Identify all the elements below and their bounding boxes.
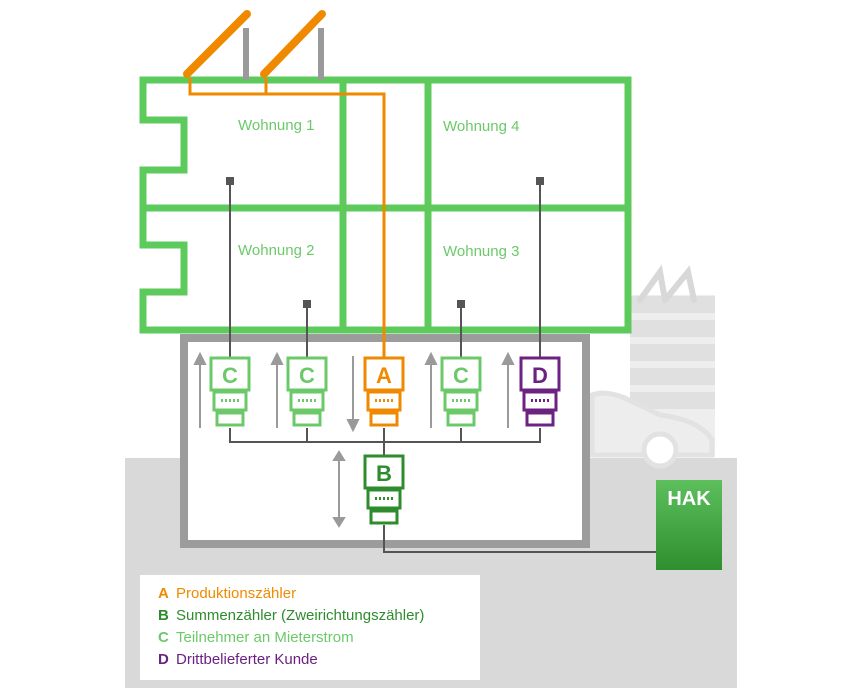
meter-a: A [363,356,405,427]
meter-digit [383,497,385,500]
legend-text: Produktionszähler [176,585,297,602]
meter-digit [539,399,541,402]
meter-digit [314,399,316,402]
hak-box: HAK [656,480,722,570]
meter-digit [547,399,549,402]
meter-digit [535,399,537,402]
meter-digit [383,399,385,402]
meter-base [525,411,555,427]
meter-digit [375,497,377,500]
meter-head [209,356,251,392]
apartment-label-w4: Wohnung 4 [443,118,519,135]
meter-digit [531,399,533,402]
meter-head [286,356,328,392]
meter-digit [387,497,389,500]
socket-markers [226,177,544,308]
meter-letter: D [532,363,548,388]
meter-digit [375,399,377,402]
legend-text: Drittbelieferter Kunde [176,651,318,668]
meter-letter: C [453,363,469,388]
legend-key: C [158,629,169,646]
meter-digit [225,399,227,402]
meter-head [440,356,482,392]
meter-c: C [440,356,482,427]
meter-c: C [209,356,251,427]
meter-digit [468,399,470,402]
meter-digit [306,399,308,402]
legend: A Produktionszähler B Summenzähler (Zweiri… [140,575,480,680]
meter-digit [298,399,300,402]
meter-letter: B [376,461,392,486]
legend-item-a: A Produktionszähler [158,585,296,602]
meter-base [369,411,399,427]
direction-arrows [193,351,515,528]
meter-base [446,411,476,427]
consumer-cables [229,182,660,553]
legend-text: Summenzähler (Zweirichtungszähler) [176,607,425,624]
meter-head [519,356,561,392]
meter-digit [310,399,312,402]
meter-letter: C [299,363,315,388]
apartment-label-w2: Wohnung 2 [238,242,314,259]
meter-letter: A [376,363,392,388]
meter-digit [391,399,393,402]
meter-digit [464,399,466,402]
meter-head [363,454,405,490]
meter-base [215,411,245,427]
meter-digit [543,399,545,402]
meter-digit [456,399,458,402]
meter-digit [221,399,223,402]
apartment-label-w3: Wohnung 3 [443,243,519,260]
hak-label: HAK [667,488,711,510]
production-cable [188,78,386,360]
meter-digit [229,399,231,402]
solar-panels [183,10,326,80]
meter-digit [379,497,381,500]
meter-d: D [519,356,561,427]
meter-b: B [363,454,405,525]
legend-item-c: C Teilnehmer an Mieterstrom [158,629,354,646]
meter-digit [391,497,393,500]
meter-letter: C [222,363,238,388]
meter-digit [302,399,304,402]
meter-c: C [286,356,328,427]
apartment-label-w1: Wohnung 1 [238,117,314,134]
legend-key: A [158,585,169,602]
meter-base [369,509,399,525]
car [589,390,715,469]
meter-digit [387,399,389,402]
meter-digit [233,399,235,402]
legend-item-d: D Drittbelieferter Kunde [158,651,318,668]
meter-base [292,411,322,427]
meter-digit [452,399,454,402]
legend-key: B [158,607,169,624]
legend-text: Teilnehmer an Mieterstrom [176,629,354,646]
meter-digit [460,399,462,402]
meter-head [363,356,405,392]
legend-key: D [158,651,169,668]
meter-digit [379,399,381,402]
meter-digit [237,399,239,402]
legend-item-b: B Summenzähler (Zweirichtungszähler) [158,607,424,624]
